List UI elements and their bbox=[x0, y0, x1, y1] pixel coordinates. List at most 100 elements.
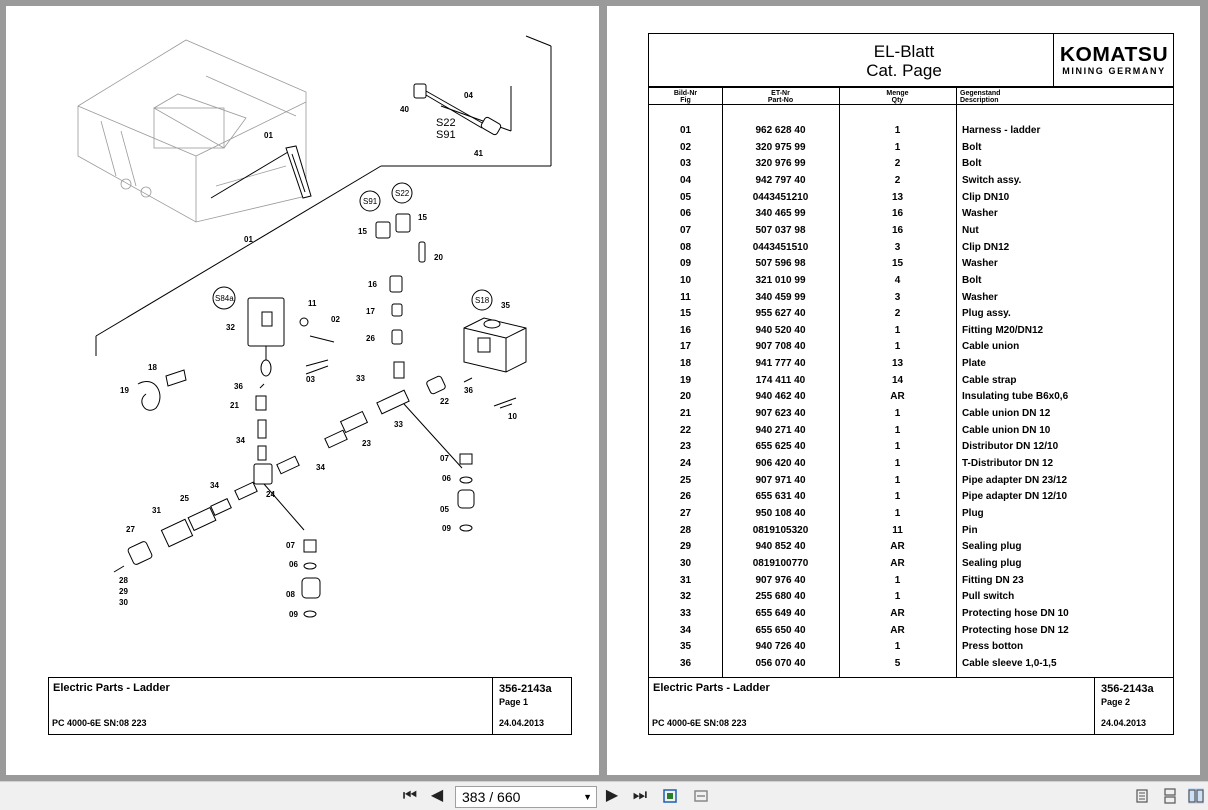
catalog-page-diagram: 01 01 04 40 41 S22 S91 S91 S22 S84a S18 … bbox=[6, 6, 599, 775]
cell-fig: 28 bbox=[679, 524, 692, 536]
cell-qty: AR bbox=[890, 541, 905, 553]
logo-subtitle: MINING GERMANY bbox=[1062, 66, 1166, 76]
cell-fig: 01 bbox=[679, 125, 692, 136]
cell-fig: 22 bbox=[679, 424, 692, 436]
cell-qty: 16 bbox=[891, 208, 904, 220]
callout-29: 29 bbox=[119, 587, 128, 596]
cell-fig: 06 bbox=[679, 208, 692, 220]
single-page-icon[interactable] bbox=[1134, 788, 1150, 804]
cell-part-no: 950 108 40 bbox=[755, 507, 806, 519]
bubble-s18: S18 bbox=[475, 296, 490, 305]
callout-15: 15 bbox=[418, 213, 427, 222]
exploded-parts-diagram: 01 01 04 40 41 S22 S91 S91 S22 S84a S18 … bbox=[77, 35, 552, 619]
callout-20: 20 bbox=[434, 253, 443, 262]
callout-30: 30 bbox=[119, 598, 128, 607]
page-number-input[interactable]: 383 / 660 ▼ bbox=[455, 786, 597, 808]
callout-17: 17 bbox=[366, 307, 375, 316]
cell-qty: 1 bbox=[894, 125, 901, 136]
cell-qty: 3 bbox=[894, 241, 901, 253]
cell-fig: 05 bbox=[679, 191, 692, 203]
next-page-icon[interactable]: ▶ bbox=[605, 787, 619, 804]
label-s22: S22 bbox=[436, 117, 456, 129]
cell-part-no: 340 465 99 bbox=[755, 208, 806, 220]
cell-part-no: 907 708 40 bbox=[755, 341, 806, 353]
cell-qty: 1 bbox=[894, 458, 901, 469]
cell-description: Washer bbox=[962, 208, 998, 220]
cell-description: Plug assy. bbox=[962, 308, 1011, 320]
cell-qty: AR bbox=[890, 391, 905, 403]
cell-qty: 1 bbox=[894, 491, 901, 503]
callout-36: 36 bbox=[234, 382, 243, 391]
cell-qty: 15 bbox=[891, 258, 904, 270]
cell-part-no: 0443451510 bbox=[752, 241, 809, 253]
callout-01: 01 bbox=[244, 235, 253, 244]
last-page-icon[interactable]: ⏭ bbox=[632, 787, 648, 804]
cell-description: Insulating tube B6x0,6 bbox=[962, 391, 1069, 403]
callout-04: 04 bbox=[464, 91, 473, 100]
chevron-down-icon[interactable]: ▼ bbox=[583, 792, 592, 802]
table-row: 01 962 628 40 1 Harness - ladder bbox=[649, 125, 1173, 141]
cell-qty: 1 bbox=[894, 574, 901, 586]
two-page-icon[interactable] bbox=[1188, 788, 1204, 804]
switch-assy-drawing bbox=[413, 83, 502, 136]
page-header: EL-Blatt Cat. Page KOMATSU MINING GERMAN… bbox=[648, 33, 1174, 87]
callout-08: 08 bbox=[286, 590, 295, 599]
cell-part-no: 320 976 99 bbox=[755, 158, 806, 170]
cell-qty: 4 bbox=[894, 274, 901, 286]
cell-qty: 1 bbox=[894, 341, 901, 353]
hose-assembly-drawing bbox=[113, 361, 446, 573]
cell-fig: 36 bbox=[679, 657, 692, 669]
cell-description: Harness - ladder bbox=[962, 125, 1041, 136]
cell-part-no: 962 628 40 bbox=[755, 125, 806, 136]
callout-09: 09 bbox=[442, 524, 451, 533]
cell-qty: AR bbox=[890, 624, 905, 636]
cell-description: Cable union DN 10 bbox=[962, 424, 1051, 436]
callout-33: 33 bbox=[356, 374, 365, 383]
cell-qty: 1 bbox=[894, 424, 901, 436]
viewer-toolbar: ⏮ ◀ 383 / 660 ▼ ▶ ⏭ bbox=[0, 781, 1208, 810]
cell-fig: 34 bbox=[679, 624, 692, 636]
first-page-icon[interactable]: ⏮ bbox=[402, 787, 418, 804]
cell-qty: 1 bbox=[894, 408, 901, 420]
callout-07: 07 bbox=[286, 541, 295, 550]
callout-07: 07 bbox=[440, 454, 449, 463]
fit-width-icon[interactable] bbox=[693, 788, 709, 804]
prev-page-icon[interactable]: ◀ bbox=[430, 787, 444, 804]
cell-fig: 09 bbox=[679, 258, 692, 270]
cell-fig: 35 bbox=[679, 641, 692, 653]
komatsu-logo: KOMATSU MINING GERMANY bbox=[1057, 44, 1171, 76]
callout-33: 33 bbox=[394, 420, 403, 429]
callout-28: 28 bbox=[119, 576, 128, 585]
cell-description: Nut bbox=[962, 224, 979, 236]
callout-31: 31 bbox=[152, 506, 161, 515]
callout-22: 22 bbox=[440, 397, 449, 406]
cell-part-no: 940 852 40 bbox=[755, 541, 806, 553]
cell-part-no: 340 459 99 bbox=[755, 291, 806, 303]
cell-part-no: 320 975 99 bbox=[755, 141, 806, 153]
callout-40: 40 bbox=[400, 105, 409, 114]
continuous-icon[interactable] bbox=[1162, 788, 1178, 804]
cell-description: Plate bbox=[962, 358, 986, 370]
cell-fig: 26 bbox=[679, 491, 692, 503]
cell-part-no: 941 777 40 bbox=[755, 358, 806, 370]
page-footer: Electric Parts - Ladder PC 4000-6E SN:08… bbox=[48, 677, 572, 735]
callout-21: 21 bbox=[230, 401, 239, 410]
cell-description: Protecting hose DN 10 bbox=[962, 607, 1069, 619]
callout-11: 11 bbox=[308, 299, 317, 308]
harness-line bbox=[210, 151, 289, 199]
cell-part-no: 940 520 40 bbox=[755, 324, 806, 336]
cell-description: Washer bbox=[962, 258, 998, 270]
fit-page-icon[interactable] bbox=[662, 788, 678, 804]
footer-doc-number: 356-2143a bbox=[499, 683, 552, 695]
